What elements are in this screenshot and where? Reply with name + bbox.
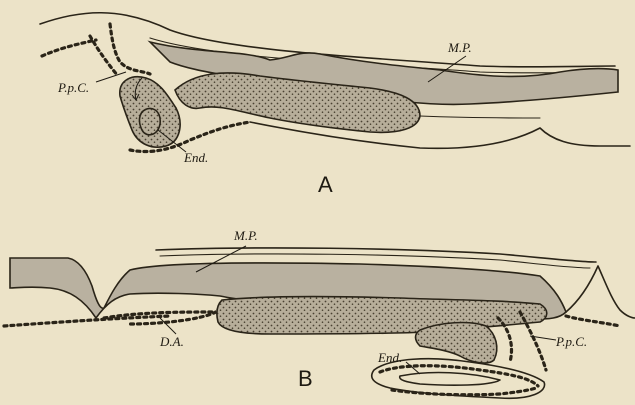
panel-b-label-mp: M.P. (233, 228, 258, 243)
panel-a-label-ppc: P.p.C. (57, 80, 89, 95)
panel-a: M.P. P.p.C. End. A (40, 13, 630, 197)
panel-b-inner-tube (400, 373, 500, 386)
panel-b-label-end: End. (377, 350, 402, 365)
panel-a-label-mp: M.P. (447, 40, 472, 55)
panel-b-label-ppc: P.p.C. (555, 334, 587, 349)
panel-a-loop (120, 77, 180, 147)
panel-a-beaded-strand-2 (90, 36, 118, 76)
panel-a-label-end: End. (183, 150, 208, 165)
panel-b-lower-loop-beads-2 (392, 388, 536, 395)
panel-b-label-da: D.A. (159, 334, 184, 349)
panel-b-stippled-mass (217, 297, 547, 334)
panel-b: M.P. D.A. End. P.p.C. B (4, 228, 635, 398)
panel-b-right-beads (566, 316, 620, 326)
panel-b-right-line (566, 266, 635, 318)
panel-b-loop (416, 323, 497, 363)
panel-a-beaded-strand-3 (110, 24, 150, 74)
panel-a-lower-line-2 (420, 116, 540, 118)
panel-a-beaded-strand-1 (42, 40, 96, 56)
panel-b-letter: B (298, 366, 313, 391)
panel-a-leader-ppc (96, 72, 126, 82)
panel-a-letter: A (318, 172, 333, 197)
panel-a-lower-line (250, 122, 630, 148)
